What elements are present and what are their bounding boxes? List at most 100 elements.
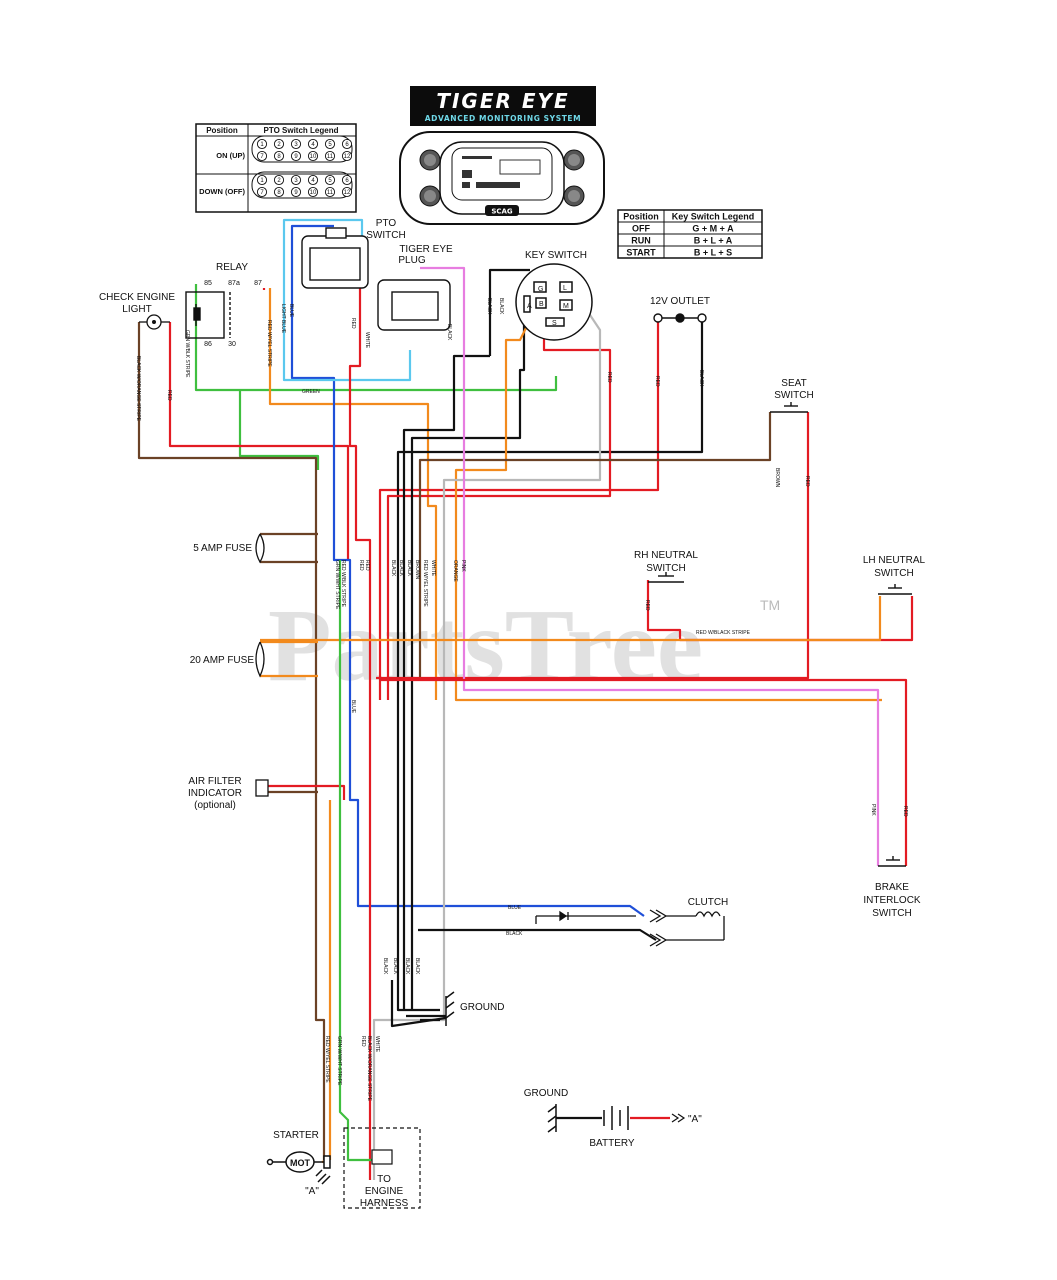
- key-switch-label: KEY SWITCH: [525, 250, 587, 261]
- wire-fuse5: [260, 532, 318, 564]
- pto-legend-pin: [341, 186, 353, 198]
- pto-legend-pin: [273, 150, 285, 162]
- wire-red-outlet: [378, 318, 660, 700]
- brake-interlock-switch-symbol: [878, 856, 906, 867]
- seat-switch-label-2: SWITCH: [774, 390, 813, 401]
- watermark-text: PartsTree: [268, 588, 703, 703]
- wire-brown-check: [137, 322, 326, 1160]
- check-engine-label-2: LIGHT: [122, 304, 151, 315]
- tiger-eye-display: SCAG: [399, 131, 605, 225]
- trunk-wire-label-6: ORANGE: [452, 560, 458, 582]
- ground1-label: GROUND: [460, 1002, 504, 1013]
- wire-black-ground: [390, 980, 447, 1028]
- pto-legend-pin: [256, 138, 268, 150]
- lh-neutral-label-2: SWITCH: [874, 568, 913, 579]
- pto-legend-pin: [324, 186, 336, 198]
- pto-legend-pin: [290, 186, 302, 198]
- wire-label-black-relay: BLACK W/ORANGE STRIPE: [135, 356, 141, 422]
- battery-ref-label: "A": [688, 1114, 702, 1125]
- bottom-wire-label-1: GRN W/WHT STRIPE: [336, 1036, 342, 1086]
- pto-switch-connector: [301, 227, 369, 289]
- pto-legend-pin-number: 5: [328, 142, 332, 148]
- pto-legend-pin-number: 5: [328, 178, 332, 184]
- pto-legend-pin-number: 8: [277, 190, 281, 196]
- pto-legend-pin: [273, 174, 285, 186]
- trunk-left-wire-label-0: RED W/BLK STRIPE: [340, 560, 346, 608]
- wire-label-red-outlet: RED: [654, 376, 660, 387]
- pto-legend-pin-number: 7: [260, 154, 264, 160]
- trunk-wire-label-5: WHITE: [430, 560, 436, 577]
- pto-legend-pin: [290, 138, 302, 150]
- trunk-wire-label-7: PINK: [460, 560, 466, 572]
- pto-legend-pin-number: 3: [294, 142, 298, 148]
- pto-legend-pin: [307, 174, 319, 186]
- pto-legend-pin-number: 7: [260, 190, 264, 196]
- tiger-eye-plug-label-1: TIGER EYE: [399, 244, 453, 255]
- pto-legend-row-on: ON (UP): [216, 151, 245, 160]
- logo-title: TIGER EYE: [436, 89, 569, 113]
- pto-legend-pin: [307, 186, 319, 198]
- pto-legend-pin: [256, 150, 268, 162]
- pto-legend-pin-number: 11: [327, 190, 334, 196]
- trunk-left-wire-label-1: GRN W/WHT STRIPE: [334, 560, 340, 610]
- fuse-20a-symbol: [255, 641, 265, 678]
- to-engine-label-1: TO: [377, 1174, 391, 1185]
- air-filter-label-1: AIR FILTER: [188, 776, 241, 787]
- pto-legend-pin: [290, 174, 302, 186]
- battery-connector: [671, 1113, 686, 1123]
- ground-wire-label-1: BLACK: [392, 958, 398, 975]
- wire-labels: GREEN RED BLACK RED BLACK BLACK BLACK W/…: [135, 298, 908, 1102]
- key-switch-legend: Position Key Switch Legend OFF G + M + A…: [617, 209, 763, 259]
- rh-neutral-switch-symbol: [648, 572, 684, 583]
- pto-legend-pin-number: 1: [260, 178, 264, 184]
- pto-legend-frame: [251, 171, 353, 199]
- wire-group: [137, 218, 914, 1180]
- pto-legend-pin: [341, 138, 353, 150]
- engine-harness-connector: [343, 1127, 421, 1209]
- pto-legend-pin: [256, 186, 268, 198]
- wire-blue-pto: [290, 224, 645, 917]
- wire-label-black-key-2: BLACK: [498, 298, 504, 315]
- pto-legend-pin-number: 9: [294, 190, 298, 196]
- key-switch-symbol: [515, 263, 593, 341]
- key-legend-run-value: B + L + A: [694, 236, 733, 246]
- pto-legend-row-down: DOWN (OFF): [199, 187, 245, 196]
- pto-legend-header-position: Position: [206, 126, 238, 135]
- battery-symbol: [603, 1106, 629, 1130]
- key-legend-header-title: Key Switch Legend: [672, 212, 755, 222]
- tiger-eye-plug-connector: [377, 279, 451, 331]
- pto-legend-pin-number: 8: [277, 154, 281, 160]
- relay: [185, 291, 231, 339]
- pto-legend-pin: [324, 150, 336, 162]
- pto-legend-pin: [324, 138, 336, 150]
- key-pin-s: S: [552, 320, 557, 327]
- wire-fuse20: [260, 640, 318, 678]
- pto-switch-legend: Position PTO Switch Legend ON (UP) DOWN …: [195, 123, 357, 213]
- pto-legend-pin-number: 6: [345, 178, 349, 184]
- wire-label-red-seat: RED: [804, 476, 810, 487]
- key-pin-l: L: [563, 285, 567, 292]
- wire-label-black-plug: BLACK: [446, 324, 452, 341]
- wire-orange: [454, 299, 882, 702]
- key-legend-off-position: OFF: [632, 224, 650, 234]
- trunk-left-wire-label-3: RED: [364, 560, 370, 571]
- pto-legend-pin-number: 12: [344, 190, 351, 196]
- wire-label-blue-clutch: BLUE: [508, 905, 522, 911]
- wire-label-red-blk-stripe: RED W/BLACK STRIPE: [696, 630, 751, 636]
- trunk-wire-label-1: BLACK: [398, 560, 404, 577]
- key-pin-a: A: [527, 303, 532, 310]
- wire-label-grn-relay: GRN W/BLK STRIPE: [184, 330, 190, 378]
- pto-legend-pin-number: 4: [311, 142, 315, 148]
- bottom-wire-label-0: RED W/YEL STRIPE: [324, 1036, 330, 1083]
- wire-label-red-check: RED: [166, 390, 172, 401]
- wire-label-red-brake: RED: [902, 806, 908, 817]
- pto-legend-pin-number: 4: [311, 178, 315, 184]
- wire-white: [372, 299, 602, 1180]
- wire-label-black-outlet: BLACK: [698, 370, 704, 387]
- wire-label-ltblue-pto: LIGHT BLUE: [280, 304, 286, 334]
- wire-label-blue-trunk: BLUE: [350, 700, 356, 714]
- wire-red-yellow-relay: [268, 288, 438, 700]
